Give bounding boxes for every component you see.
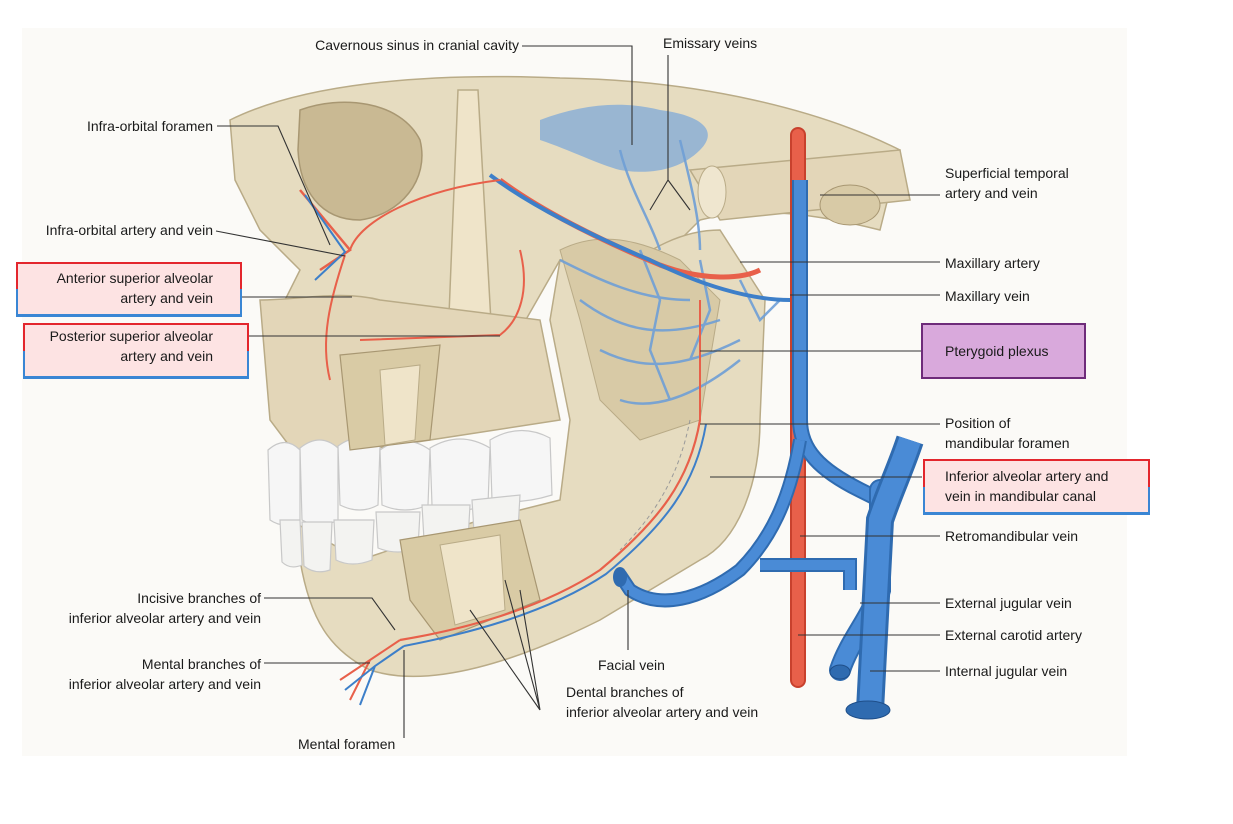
anterior-superior-alveolar-vessel — [325, 254, 346, 381]
label-superficial-temporal-2: artery and vein — [945, 185, 1038, 201]
label-superficial-temporal-1: Superficial temporal — [945, 165, 1069, 181]
facial-vein-fill — [615, 439, 805, 606]
zygomatic-cut-end — [697, 165, 727, 219]
label-facial-vein: Facial vein — [598, 657, 665, 673]
posterior-superior-alveolar-highlight — [23, 323, 249, 379]
label-mental-branches-1: Mental branches of — [141, 656, 261, 672]
label-mandibular-foramen-2: mandibular foramen — [945, 435, 1070, 451]
mandibular-ramus — [559, 238, 721, 441]
label-dental-branches-1: Dental branches of — [566, 684, 684, 700]
maxillary-vein-vessel — [488, 173, 791, 302]
label-external-carotid-artery: External carotid artery — [945, 627, 1082, 643]
lower-tooth-root-section — [439, 534, 506, 626]
internal-jugular-cut-end — [845, 700, 891, 720]
label-pterygoid-plexus: Pterygoid plexus — [945, 343, 1049, 359]
posterior-superior-alveolar-vessel — [359, 249, 525, 341]
label-anterior-superior-alveolar-1: Anterior superior alveolar — [56, 270, 213, 286]
label-incisive-branches-1: Incisive branches of — [137, 590, 261, 606]
inferior-alveolar-highlight — [923, 459, 1150, 515]
mental-branches-artery — [339, 639, 401, 701]
label-maxillary-artery: Maxillary artery — [945, 255, 1040, 271]
facial-vein-cut-end — [613, 567, 627, 587]
upper-teeth — [267, 429, 553, 526]
anterior-superior-alveolar-highlight — [16, 262, 242, 317]
blue-left-edge — [23, 350, 25, 378]
infraorbital-vein-branches — [304, 194, 347, 281]
mandibular-canal-outline — [619, 419, 691, 551]
label-mandibular-foramen-1: Position of — [945, 415, 1011, 431]
leader-lines — [215, 45, 940, 738]
label-internal-jugular-vein: Internal jugular vein — [945, 663, 1068, 679]
label-mental-foramen: Mental foramen — [298, 736, 396, 752]
retromandibular-connection-fill — [760, 560, 855, 590]
label-mental-branches-2: inferior alveolar artery and vein — [68, 676, 261, 692]
label-cavernous-sinus: Cavernous sinus in cranial cavity — [315, 37, 519, 53]
label-emissary-veins: Emissary veins — [663, 35, 758, 51]
internal-jugular-vein-fill — [859, 436, 921, 711]
label-retromandibular-vein: Retromandibular vein — [945, 528, 1079, 544]
label-anterior-superior-alveolar-2: artery and vein — [120, 290, 213, 306]
mental-branches-vein — [344, 645, 405, 706]
inferior-alveolar-artery-vessel — [399, 419, 702, 642]
label-posterior-superior-alveolar-2: artery and vein — [120, 348, 213, 364]
label-infraorbital-foramen: Infra-orbital foramen — [86, 118, 213, 134]
label-inferior-alveolar-2: vein in mandibular canal — [945, 488, 1096, 504]
label-incisive-branches-2: inferior alveolar artery and vein — [68, 610, 261, 626]
infraorbital-artery-vessel — [349, 179, 501, 251]
blue-left-edge — [923, 486, 925, 514]
blue-underline — [16, 314, 242, 317]
inferior-alveolar-vein-vessel — [403, 423, 707, 647]
label-inferior-alveolar-1: Inferior alveolar artery and — [945, 468, 1109, 484]
pterygoid-plexus-network — [559, 139, 781, 405]
label-maxillary-vein: Maxillary vein — [945, 288, 1030, 304]
label-infraorbital-artery-vein: Infra-orbital artery and vein — [45, 222, 213, 238]
pterygoid-plexus-highlight — [921, 323, 1086, 379]
orbit — [297, 101, 423, 221]
cavernous-sinus-shape — [540, 104, 708, 172]
blue-right-edge — [240, 289, 242, 316]
label-posterior-superior-alveolar-1: Posterior superior alveolar — [49, 328, 213, 344]
blue-left-edge — [16, 289, 18, 316]
upper-tooth-root-section — [379, 364, 421, 446]
blue-underline — [923, 512, 1150, 515]
label-external-jugular-vein: External jugular vein — [945, 595, 1072, 611]
external-acoustic-meatus — [819, 184, 881, 226]
label-dental-branches-2: inferior alveolar artery and vein — [566, 704, 759, 720]
blue-right-edge — [1148, 486, 1150, 514]
external-jugular-cut-end — [829, 664, 851, 680]
blue-underline — [23, 376, 249, 379]
blue-right-edge — [247, 350, 249, 378]
